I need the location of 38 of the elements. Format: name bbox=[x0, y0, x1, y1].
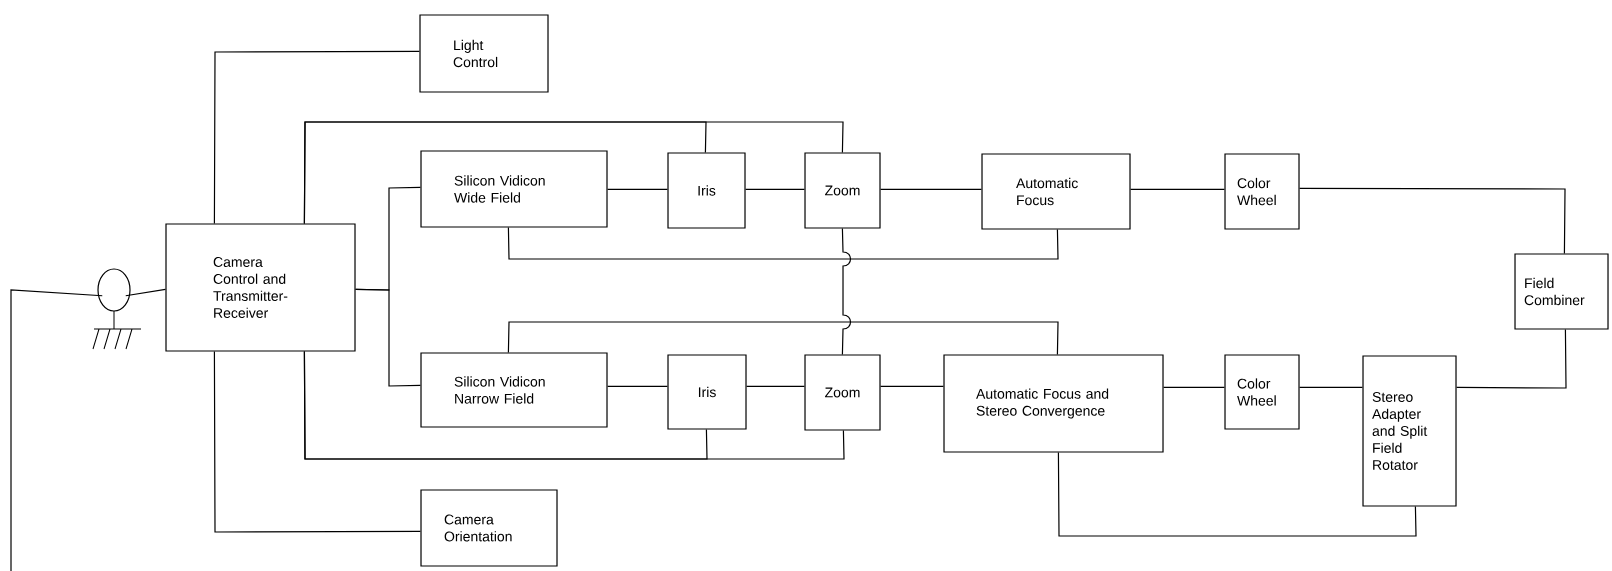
block-box: Iris bbox=[667, 152, 746, 229]
block-box: Automatic Focus bbox=[981, 153, 1131, 230]
connector-line bbox=[213, 50, 420, 224]
connector-line bbox=[1299, 187, 1566, 254]
block-box: Field Combiner bbox=[1514, 253, 1609, 330]
block-box: Color Wheel bbox=[1224, 354, 1300, 430]
connector-line bbox=[355, 288, 421, 387]
block-box: Silicon Vidicon Narrow Field bbox=[420, 352, 608, 428]
connector-line bbox=[125, 288, 166, 297]
connector-line bbox=[213, 351, 421, 533]
block-box: Camera Orientation bbox=[420, 489, 558, 567]
connector-line bbox=[10, 289, 103, 571]
connector-line bbox=[607, 188, 668, 190]
block-box: Light Control bbox=[419, 14, 549, 93]
block-box: Camera Control and Transmitter-Receiver bbox=[165, 223, 356, 352]
block-box: Zoom bbox=[804, 152, 881, 229]
connector-line bbox=[607, 385, 668, 387]
connector-line bbox=[1057, 452, 1417, 537]
connector-line bbox=[1456, 329, 1567, 389]
antenna-loop bbox=[97, 268, 131, 312]
block-box: Iris bbox=[667, 354, 747, 430]
connector-line bbox=[303, 121, 844, 224]
connector-line bbox=[1163, 386, 1225, 388]
connector-line bbox=[303, 351, 845, 460]
connector-line bbox=[1299, 386, 1363, 388]
block-box: Silicon Vidicon Wide Field bbox=[420, 150, 608, 228]
block-box: Stereo Adapter and Split Field Rotator bbox=[1362, 355, 1457, 507]
connector-line bbox=[507, 227, 1059, 260]
connector-line bbox=[1130, 188, 1225, 190]
connector-line bbox=[746, 385, 805, 387]
connector-line bbox=[745, 188, 805, 190]
connector-line bbox=[880, 385, 944, 387]
connector-line bbox=[507, 321, 1059, 355]
block-box: Color Wheel bbox=[1224, 153, 1300, 230]
block-box: Automatic Focus and Stereo Convergence bbox=[943, 354, 1164, 453]
block-box: Zoom bbox=[804, 354, 881, 431]
connector-line bbox=[880, 188, 982, 190]
connector-line bbox=[841, 228, 852, 355]
